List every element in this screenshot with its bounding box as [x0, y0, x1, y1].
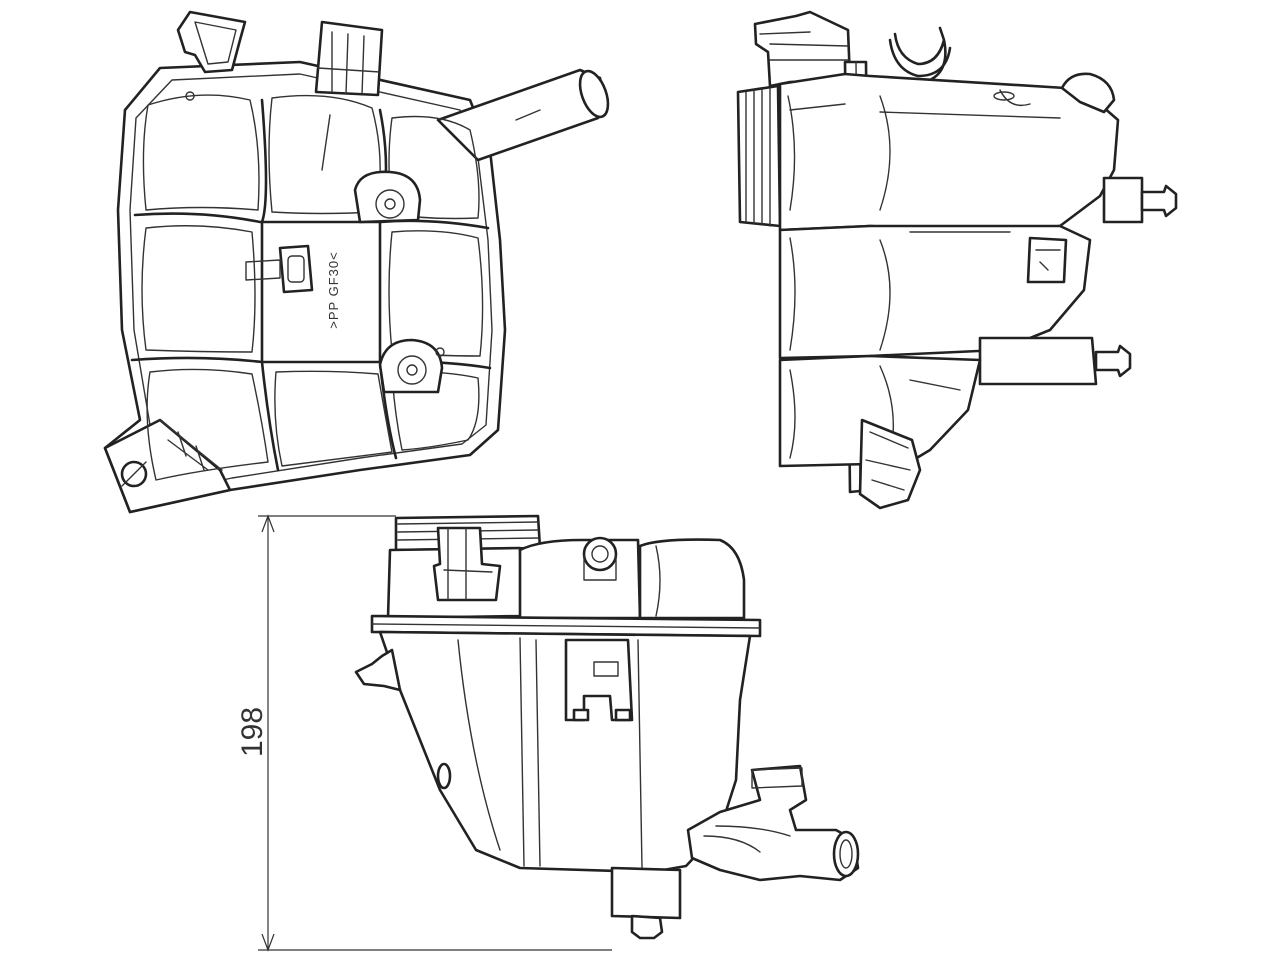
top-view: >PP GF30<: [103, 10, 610, 514]
front-view-port: [582, 536, 618, 572]
front-view-upper-right: [638, 538, 746, 620]
height-dimension-value: 198: [236, 707, 269, 757]
front-view-neck-pins: [432, 526, 502, 602]
side-view: [736, 10, 1178, 510]
front-view-hose-elbow: [686, 764, 860, 882]
mounting-boss-upper: [353, 170, 422, 224]
part-marking: >PP GF30<: [326, 251, 341, 328]
side-view-upper-stub: [1102, 176, 1144, 224]
cap-neck: [314, 20, 384, 97]
side-view-upper-body: [778, 72, 1120, 234]
top-clip: [176, 10, 247, 74]
side-view-upper-knob: [1060, 72, 1116, 114]
side-view-sensor: [1026, 236, 1068, 284]
level-sensor-connector: [278, 244, 314, 294]
side-view-bottom-fitting: [858, 418, 922, 510]
height-dimension: 198: [236, 514, 612, 952]
side-view-cap: [736, 84, 782, 228]
mounting-tab: [103, 418, 232, 514]
front-view: [354, 514, 860, 940]
front-view-left-lip: [354, 648, 402, 692]
front-view-upper-mid: [518, 538, 642, 620]
mounting-boss-lower: [378, 338, 444, 394]
front-view-bracket: [564, 638, 634, 722]
side-view-lower-stub: [978, 336, 1098, 386]
front-view-bottom-outlet: [610, 866, 682, 920]
